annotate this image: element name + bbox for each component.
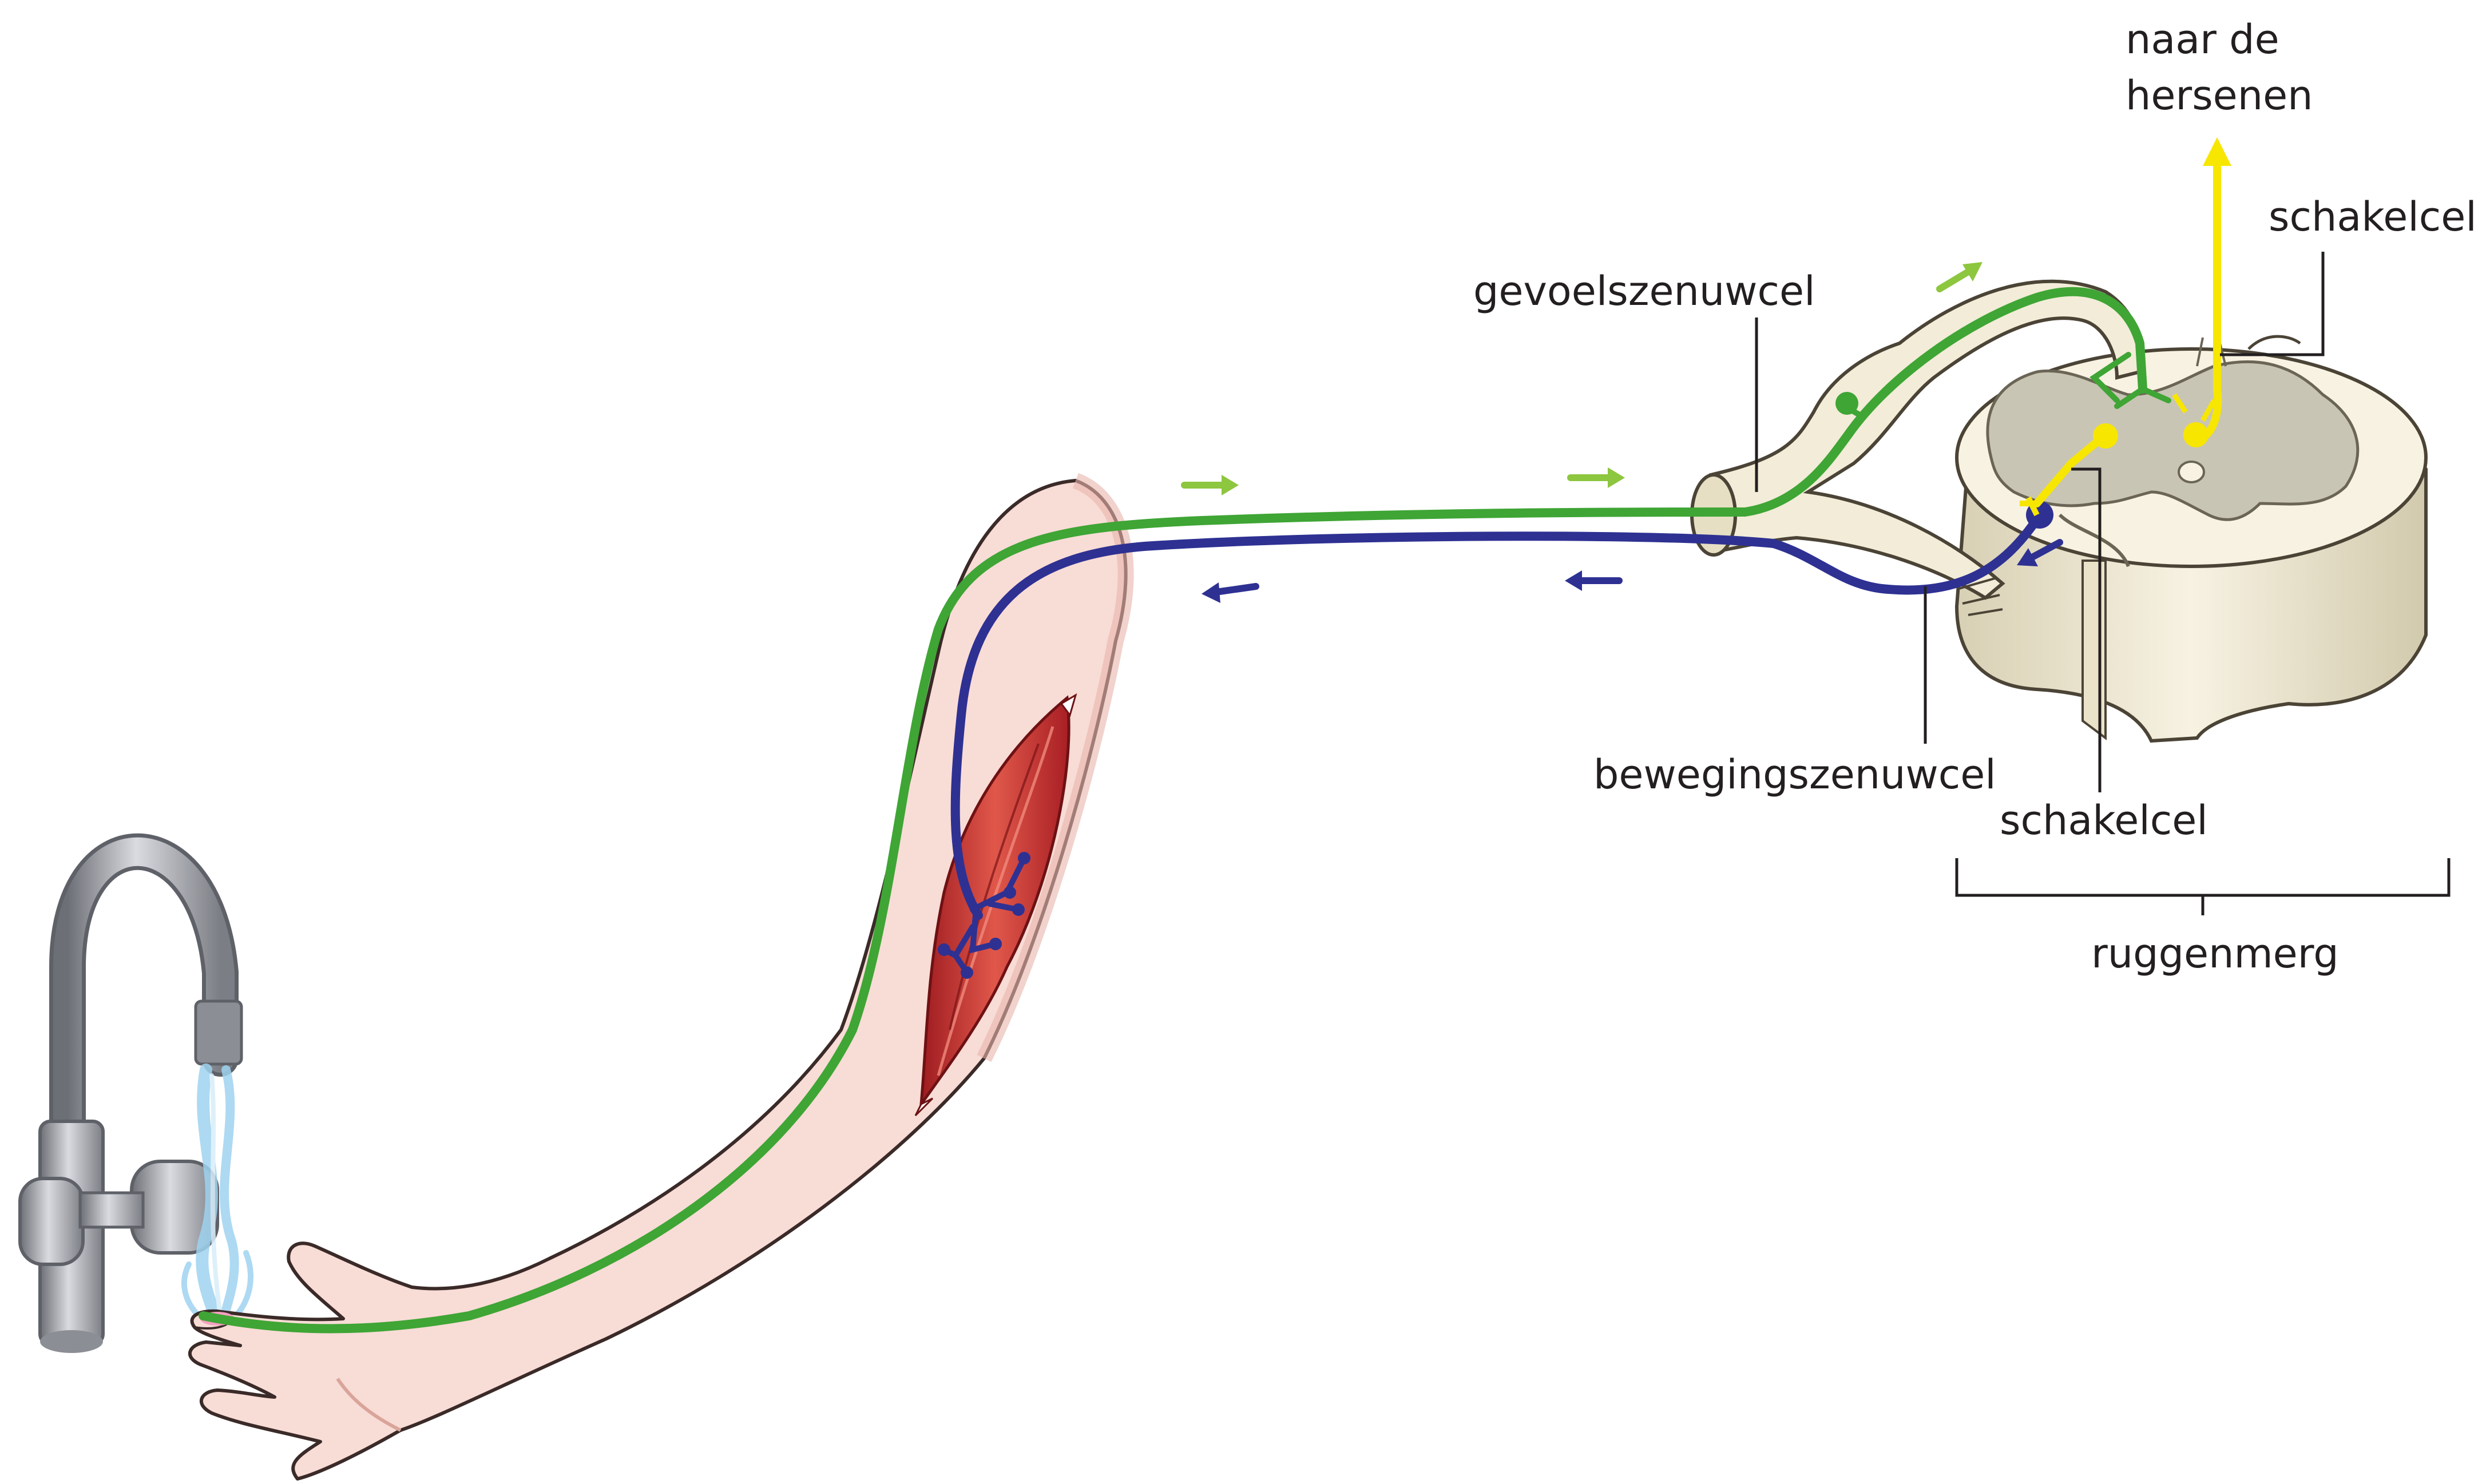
label-naar-de-hersenen-line2: hersenen <box>2126 68 2313 124</box>
arrow-sensory-2 <box>1571 467 1625 488</box>
sensory-neuron <box>203 292 2168 1329</box>
label-naar-de-hersenen-line1: naar de <box>2126 11 2313 68</box>
label-schakelcel-top: schakelcel <box>2269 189 2477 245</box>
arrow-sensory-3 <box>1940 262 1983 289</box>
label-bewegingszenuwcel: bewegingszenuwcel <box>1593 747 1996 803</box>
arrow-sensory-1 <box>1184 475 1239 495</box>
label-naar-de-hersenen: naar de hersenen <box>2126 11 2313 124</box>
bracket-ruggenmerg <box>1957 858 2449 915</box>
leader-schakelcel-top <box>2220 252 2323 355</box>
label-ruggenmerg: ruggenmerg <box>2091 926 2339 982</box>
arrow-motor-2 <box>1565 570 1619 591</box>
label-schakelcel-bottom: schakelcel <box>2000 792 2208 848</box>
arrow-motor-1 <box>1202 582 1256 603</box>
label-gevoelszenuwcel: gevoelszenuwcel <box>1473 263 1815 319</box>
